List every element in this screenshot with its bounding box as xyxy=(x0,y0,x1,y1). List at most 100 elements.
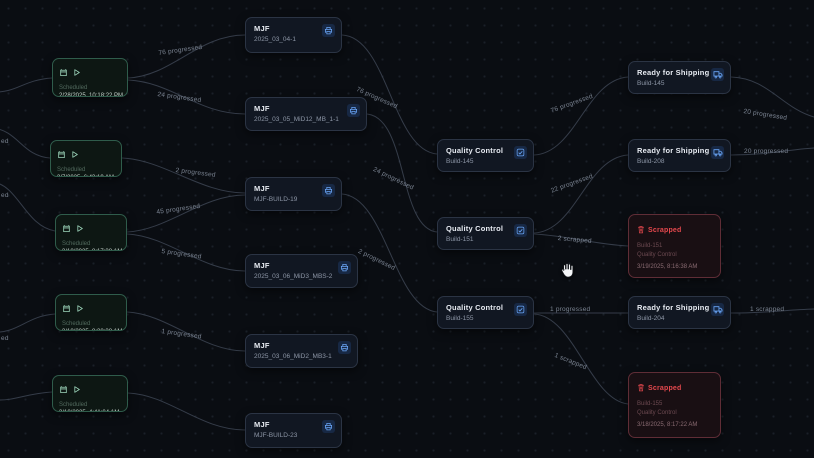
node-timestamp: 3/7/2025, 6:43:19 AM xyxy=(57,175,115,176)
node-title: Quality Control xyxy=(446,303,504,312)
edge-label: 1 scrapped xyxy=(750,306,785,313)
node-timestamp: 2/28/2025, 10:18:22 PM xyxy=(59,93,124,97)
node-detail: Quality Control xyxy=(637,410,677,416)
play-icon xyxy=(75,220,84,238)
calendar-icon xyxy=(62,220,71,238)
printer-icon xyxy=(322,184,335,197)
node-ready-for-shipping-1[interactable]: Ready for Shipping Build-145 xyxy=(628,61,731,94)
edge-label-clipped: ed xyxy=(1,335,9,342)
play-icon xyxy=(70,146,79,164)
node-subtitle: Build-155 xyxy=(446,315,474,322)
node-scheduled-4[interactable]: Scheduled 3/18/2025, 8:38:38 AM xyxy=(55,294,127,331)
edge xyxy=(127,34,246,79)
edge xyxy=(0,183,56,232)
node-subtitle: Build-151 xyxy=(446,236,474,243)
node-subtitle: 2025_03_05_MiD12_MB_1-1 xyxy=(254,116,339,123)
node-title: Scrapped xyxy=(648,384,682,392)
node-detail: Quality Control xyxy=(637,252,677,258)
node-quality-control-3[interactable]: Quality Control Build-155 xyxy=(437,296,534,329)
node-title: Scheduled xyxy=(59,85,88,91)
trash-icon xyxy=(637,221,645,239)
node-quality-control-2[interactable]: Quality Control Build-151 xyxy=(437,217,534,250)
quality-check-icon xyxy=(514,303,527,316)
node-title: MJF xyxy=(254,261,270,270)
node-title: Ready for Shipping xyxy=(637,303,710,312)
node-scheduled-3[interactable]: Scheduled 3/18/2025, 8:17:38 AM xyxy=(55,214,127,251)
printer-icon xyxy=(347,104,360,117)
node-mjf-5[interactable]: MJF 2025_03_06_MiD2_MB3-1 xyxy=(245,334,358,368)
node-scheduled-1[interactable]: Scheduled 2/28/2025, 10:18:22 PM xyxy=(52,58,128,97)
node-timestamp: 3/19/2025, 8:16:38 AM xyxy=(637,264,698,270)
node-title: MJF xyxy=(254,420,270,429)
node-title: MJF xyxy=(254,184,270,193)
node-subtitle: Build-145 xyxy=(446,158,474,165)
edge xyxy=(0,391,53,401)
trash-icon xyxy=(637,379,645,397)
node-title: Scheduled xyxy=(62,241,91,247)
edge xyxy=(121,157,246,194)
node-mjf-1[interactable]: MJF 2025_03_04-1 xyxy=(245,17,342,53)
node-title: Ready for Shipping xyxy=(637,146,710,155)
edge xyxy=(126,311,246,352)
quality-check-icon xyxy=(514,146,527,159)
printer-icon xyxy=(338,341,351,354)
node-title: Quality Control xyxy=(446,224,504,233)
node-subtitle: Build-208 xyxy=(637,158,665,165)
truck-icon xyxy=(711,303,724,316)
node-title: MJF xyxy=(254,104,270,113)
edge xyxy=(0,128,51,159)
node-title: Ready for Shipping xyxy=(637,68,710,77)
node-subtitle: Build-155 xyxy=(637,401,663,407)
edge xyxy=(533,154,629,234)
play-icon xyxy=(75,300,84,318)
node-scrapped-2[interactable]: Scrapped Build-155 Quality Control 3/18/… xyxy=(628,372,721,438)
node-ready-for-shipping-2[interactable]: Ready for Shipping Build-208 xyxy=(628,139,731,172)
node-scrapped-1[interactable]: Scrapped Build-151 Quality Control 3/19/… xyxy=(628,214,721,278)
calendar-icon xyxy=(57,146,66,164)
edge xyxy=(730,308,814,314)
node-subtitle: 2025_03_06_MiD3_MBS-2 xyxy=(254,273,333,280)
node-subtitle: MJF-BUILD-23 xyxy=(254,432,298,439)
node-mjf-4[interactable]: MJF 2025_03_06_MiD3_MBS-2 xyxy=(245,254,358,288)
node-subtitle: 2025_03_06_MiD2_MB3-1 xyxy=(254,353,332,360)
node-title: Scrapped xyxy=(648,226,682,234)
edge xyxy=(533,313,629,405)
printer-icon xyxy=(322,420,335,433)
node-mjf-3[interactable]: MJF MJF-BUILD-19 xyxy=(245,177,342,211)
node-title: MJF xyxy=(254,24,270,33)
truck-icon xyxy=(711,146,724,159)
edge-label-clipped: ed xyxy=(1,192,9,199)
node-timestamp: 3/18/2025, 8:17:38 AM xyxy=(62,249,122,250)
node-ready-for-shipping-3[interactable]: Ready for Shipping Build-204 xyxy=(628,296,731,329)
node-title: Scheduled xyxy=(57,167,86,173)
node-mjf-6[interactable]: MJF MJF-BUILD-23 xyxy=(245,413,342,448)
edge-label: 20 progressed xyxy=(744,148,789,155)
edge-label: 1 progressed xyxy=(550,306,591,313)
calendar-icon xyxy=(59,381,68,399)
node-scheduled-5[interactable]: Scheduled 3/10/2025, 4:41:04 AM xyxy=(52,375,128,412)
play-icon xyxy=(72,64,81,82)
node-title: Scheduled xyxy=(62,321,91,327)
node-mjf-2[interactable]: MJF 2025_03_05_MiD12_MB_1-1 xyxy=(245,97,367,131)
edge xyxy=(341,193,438,313)
edge xyxy=(126,233,246,272)
node-subtitle: 2025_03_04-1 xyxy=(254,36,296,43)
edge xyxy=(127,392,246,431)
node-timestamp: 3/10/2025, 4:41:04 AM xyxy=(59,410,121,411)
edge xyxy=(730,147,814,156)
node-subtitle: Build-204 xyxy=(637,315,665,322)
node-title: Scheduled xyxy=(59,402,88,408)
calendar-icon xyxy=(59,64,68,82)
calendar-icon xyxy=(62,300,71,318)
edge xyxy=(366,113,438,233)
node-timestamp: 3/18/2025, 8:17:22 AM xyxy=(637,422,698,428)
node-title: MJF xyxy=(254,341,270,350)
hand-cursor xyxy=(559,262,574,284)
node-quality-control-1[interactable]: Quality Control Build-145 xyxy=(437,139,534,172)
edge xyxy=(126,194,246,233)
node-subtitle: Build-151 xyxy=(637,243,663,249)
node-scheduled-2[interactable]: Scheduled 3/7/2025, 6:43:19 AM xyxy=(50,140,122,177)
edge xyxy=(533,76,629,156)
